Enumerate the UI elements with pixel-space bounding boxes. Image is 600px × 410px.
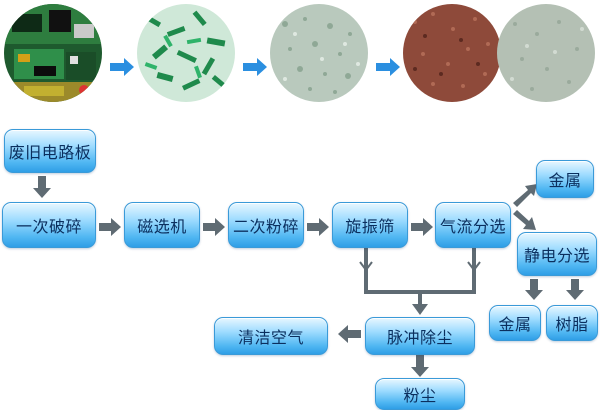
arrow-pulse-to-dust — [411, 355, 429, 377]
node-resin: 树脂 — [546, 305, 598, 341]
arrow-pcb-to-crush — [33, 176, 51, 198]
node-waste-pcb: 废旧电路板 — [4, 129, 96, 173]
arrow-airsep-to-electrostatic — [513, 210, 536, 230]
arrow-electrostatic-to-metal — [525, 279, 543, 300]
arrow-photo-2-3 — [243, 58, 267, 76]
node-dust: 粉尘 — [375, 378, 465, 410]
node-air-separation: 气流分选 — [435, 202, 511, 248]
arrow-screen-to-airsep — [411, 218, 433, 236]
node-metal-top: 金属 — [536, 160, 594, 198]
arrow-secondary-to-screen — [307, 218, 329, 236]
chevron-airsep — [467, 261, 481, 272]
node-primary-crush: 一次破碎 — [2, 202, 96, 248]
resin-powder-photo — [497, 4, 595, 102]
node-electrostatic-separation: 静电分选 — [517, 232, 597, 276]
arrow-collector-to-pulse — [412, 304, 428, 315]
node-metal-bottom: 金属 — [489, 305, 541, 341]
node-clean-air: 清洁空气 — [214, 317, 328, 355]
gray-green-granules-photo — [270, 4, 368, 102]
node-pulse-dust-removal: 脉冲除尘 — [365, 317, 475, 355]
node-secondary-crush: 二次粉碎 — [228, 202, 304, 248]
arrow-photo-3-4 — [376, 58, 400, 76]
node-magnetic-separator: 磁选机 — [124, 202, 200, 248]
arrow-pulse-to-clean-air — [338, 325, 361, 343]
chevron-screen — [359, 261, 373, 272]
arrow-crush-to-magnetic — [99, 218, 121, 236]
green-shreds-photo — [137, 4, 235, 102]
copper-powder-photo — [403, 4, 501, 102]
arrow-electrostatic-to-resin — [566, 279, 584, 300]
arrow-magnetic-to-secondary — [203, 218, 225, 236]
arrow-airsep-to-metal — [513, 184, 537, 207]
arrow-photo-1-2 — [110, 58, 134, 76]
node-vibrating-screen: 旋振筛 — [332, 202, 408, 248]
